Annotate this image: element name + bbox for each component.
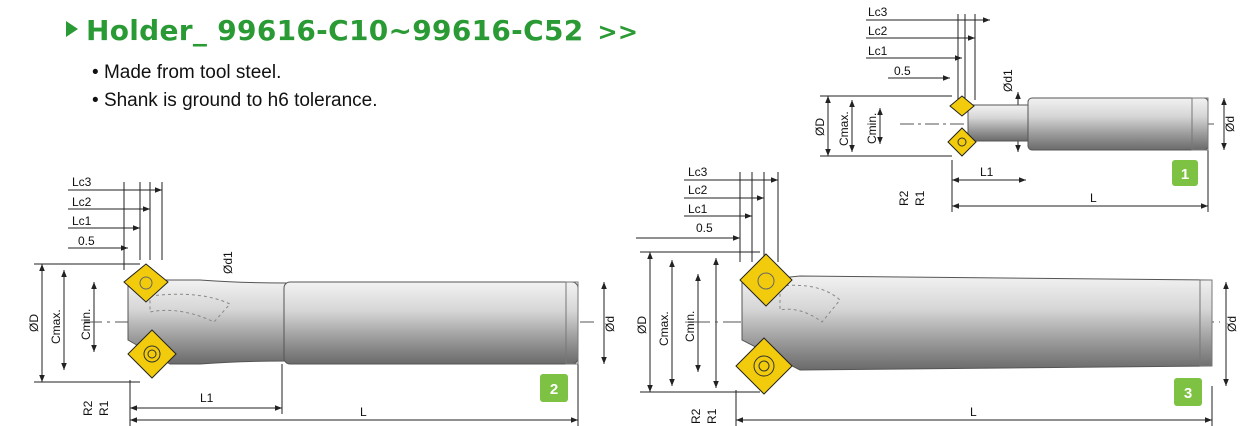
diagram-1-offset-label: 0.5 (894, 64, 911, 78)
diagram-1-lc1-label: Lc1 (868, 44, 888, 58)
diagram-2-insert-bottom-screw (143, 345, 161, 363)
diagram-1-insert-bottom (947, 127, 977, 157)
diagram-1-l1-label: L1 (980, 165, 994, 179)
diagram-1-cmin-label: Cmin. (865, 113, 879, 144)
title-arrow-icon (66, 21, 78, 37)
diagram-3-coolant-hole (779, 284, 841, 323)
diagram-3-r2-label: R2 (689, 408, 703, 424)
diagram-2-coolant-hole (149, 293, 231, 323)
diagram-2: Lc3 Lc2 Lc1 0.5 Ød1 ØD Cmax. Cmin. R2 R1… (27, 175, 617, 426)
diagram-1-lc2-label: Lc2 (868, 24, 888, 38)
diagram-3-cmin-label: Cmin. (683, 311, 697, 342)
diagram-1-r1-label: R1 (913, 190, 927, 206)
diagram-3-insert-bottom (735, 337, 793, 395)
feature-item: Made from tool steel. (92, 62, 378, 84)
diagram-2-insert-top (123, 263, 169, 303)
diagram-2-l-label: L (360, 405, 367, 419)
diagram-2-D-label: ØD (27, 314, 41, 332)
diagram-1-cmax-label: Cmax. (837, 111, 851, 146)
diagram-1-shank (1027, 97, 1209, 151)
feature-item: Shank is ground to h6 tolerance. (92, 90, 378, 112)
diagram-2-shank-chamfer (565, 281, 579, 365)
diagram-1-lc3-label: Lc3 (868, 5, 888, 19)
diagram-1-insert-screw (957, 137, 967, 147)
page-title: Holder_ 99616-C10~99616-C52 >> (66, 14, 638, 47)
diagram-3-insert-top (739, 253, 793, 307)
diagram-3-insert-bottom-screw-center (758, 360, 770, 372)
diagram-3-shank-chamfer (1199, 279, 1213, 367)
title-text: Holder_ 99616-C10~99616-C52 (86, 14, 584, 47)
diagram-1-dimension-lines (820, 14, 1227, 212)
diagram-3-lc1-label: Lc1 (688, 202, 708, 216)
diagram-2-r2-label: R2 (81, 400, 95, 416)
diagram-2-number: 2 (550, 381, 558, 398)
diagram-3-r1-label: R1 (705, 408, 719, 424)
diagram-1-D-label: ØD (813, 118, 827, 136)
diagram-2-cmin-label: Cmin. (79, 309, 93, 340)
diagram-3-d-label: Ød (1225, 316, 1239, 332)
diagram-1-l-label: L (1090, 191, 1097, 205)
diagram-3-number: 3 (1184, 385, 1192, 402)
diagram-2-lc2-label: Lc2 (72, 195, 92, 209)
diagram-1-d-label: Ød (1223, 116, 1237, 132)
diagram-1-d1-label: Ød1 (1001, 69, 1015, 92)
diagram-2-l1-label: L1 (200, 391, 214, 405)
diagram-2-d-label: Ød (603, 316, 617, 332)
diagram-2-insert-bottom-screw-center (147, 349, 157, 359)
diagram-3-dimension-lines (636, 172, 1229, 426)
diagram-2-offset-label: 0.5 (78, 234, 95, 248)
title-more-arrows: >> (597, 18, 639, 46)
diagram-1-r2-label: R2 (897, 190, 911, 206)
diagram-3-lc3-label: Lc3 (688, 165, 708, 179)
diagram-3-l-label: L (970, 405, 977, 419)
feature-list: Made from tool steel. Shank is ground to… (92, 62, 378, 118)
diagram-2-insert-bottom (127, 329, 177, 379)
diagram-2-insert-top-screw (139, 276, 153, 290)
diagram-3-lc2-label: Lc2 (688, 183, 708, 197)
diagram-2-lc1-label: Lc1 (72, 214, 92, 228)
diagram-2-d1-label: Ød1 (221, 251, 235, 274)
diagram-3-insert-top-screw (757, 272, 775, 290)
diagram-3-D-label: ØD (635, 316, 649, 334)
diagram-1: Lc3 Lc2 Lc1 0.5 Ød1 ØD Cmax. Cmin. R2 R1… (813, 5, 1237, 212)
diagram-1-badge: 1 (1172, 160, 1198, 186)
diagram-3-insert-bottom-screw (753, 355, 775, 377)
diagram-3-body (741, 275, 1213, 371)
diagram-2-dimension-lines (34, 182, 607, 426)
diagram-1-neck (967, 104, 1031, 142)
diagram-1-shank-chamfer (1191, 97, 1209, 151)
diagram-1-number: 1 (1181, 166, 1189, 183)
diagram-1-insert-top (949, 95, 975, 117)
diagram-3: Lc3 Lc2 Lc1 0.5 ØD Cmax. Cmin. R2 R1 L Ø… (635, 165, 1239, 426)
diagram-2-cmax-label: Cmax. (49, 309, 63, 344)
diagram-3-cmax-label: Cmax. (657, 311, 671, 346)
diagram-3-offset-label: 0.5 (696, 221, 713, 235)
diagram-2-badge: 2 (540, 374, 568, 402)
diagram-2-lc3-label: Lc3 (72, 175, 92, 189)
diagram-2-shank (283, 281, 579, 365)
diagram-2-r1-label: R1 (97, 400, 111, 416)
diagram-3-badge: 3 (1174, 378, 1202, 406)
